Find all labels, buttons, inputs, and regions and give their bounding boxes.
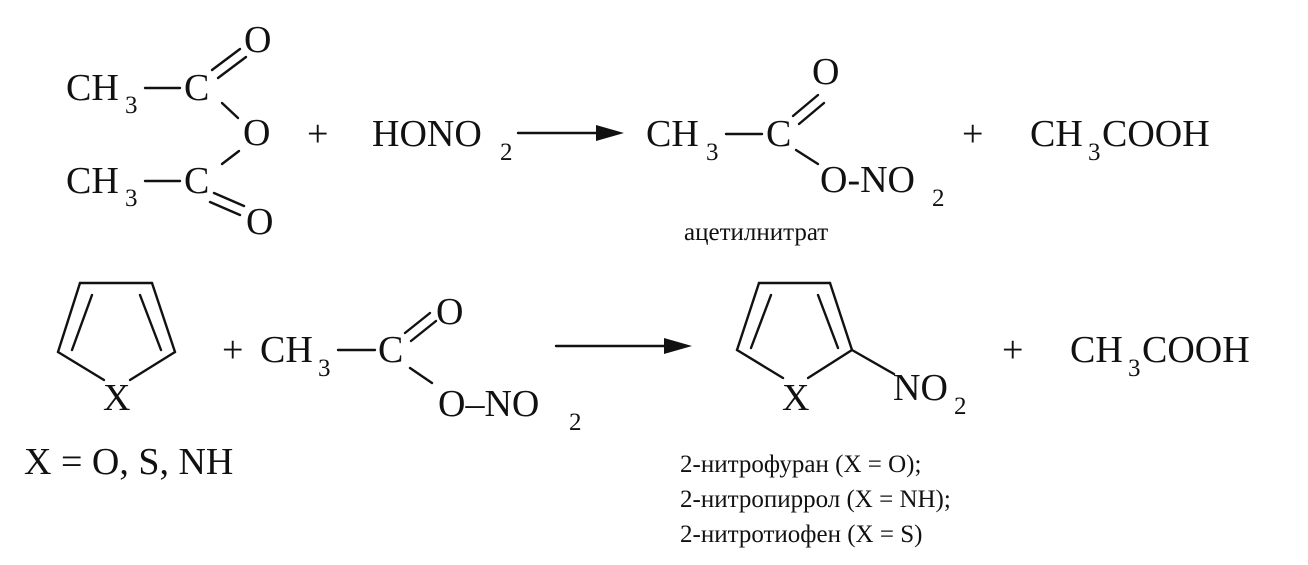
anhydride-bottom-o: O xyxy=(246,201,273,243)
ring-bond-c2-c3 xyxy=(56,281,82,354)
ring-bond-c5-x xyxy=(128,350,177,382)
nitric-acid: HONO 2 xyxy=(372,113,513,166)
product-hetero-atom: X xyxy=(782,377,809,419)
reagent-double-bond-a xyxy=(403,311,432,335)
anhydride-bottom-double-bond-a xyxy=(212,191,246,208)
reagent-onitro: O–NO xyxy=(438,383,539,425)
acetyl-nitrate-carbonyl-o: O xyxy=(812,51,839,93)
product-ring-double-bond-c2-c3 xyxy=(816,293,840,350)
reagent-ch: CH xyxy=(260,329,313,371)
reagent-carbonyl-o: O xyxy=(436,291,463,333)
product-ring-bond-c2-x xyxy=(806,348,854,380)
acetyl-nitrate-double-bond-b xyxy=(797,101,826,126)
product-name-pyrrole: 2-нитропиррол (X = NH); xyxy=(680,486,951,513)
acetyl-nitrate-double-bond-a xyxy=(791,93,820,118)
acetic-acid-2-subscript: 3 xyxy=(1128,355,1141,382)
anhydride-bottom-double-bond-b xyxy=(208,200,242,217)
acetyl-nitrate-c: C xyxy=(766,113,791,155)
reagent-ch-subscript: 3 xyxy=(318,355,331,382)
product-nitro: NO xyxy=(893,367,948,409)
anhydride-top-ch-subscript: 3 xyxy=(125,92,138,119)
heterocycle: X X = O, S, NH xyxy=(24,281,233,483)
product-ring-bond-c5-x xyxy=(735,348,785,380)
reaction2-arrow-head xyxy=(664,338,692,354)
anhydride-bottom-c: C xyxy=(184,160,209,202)
acetic-acid-2: CH 3 COOH xyxy=(1070,329,1250,382)
anhydride-bottom-ch: CH xyxy=(66,160,119,202)
anhydride-top-double-bond-b xyxy=(216,55,248,80)
nitro-heterocycle: X NO 2 2-нитрофуран (X = O); 2-нитропирр… xyxy=(680,281,967,548)
acetyl-nitrate-name: ацетилнитрат xyxy=(684,219,828,246)
ring-double-bond-c2-c3 xyxy=(70,293,94,352)
acetic-anhydride: CH 3 C O O CH 3 C O xyxy=(66,19,273,243)
acetic-acid-1-subscript: 3 xyxy=(1088,139,1101,166)
ring-bond-c4-c5 xyxy=(150,281,177,354)
acetyl-nitrate-reagent: CH 3 C O O–NO 2 xyxy=(260,291,582,436)
reagent-c: C xyxy=(378,329,403,371)
anhydride-top-ch: CH xyxy=(66,67,119,109)
acetic-acid-1-ch: CH xyxy=(1030,113,1083,155)
acetyl-nitrate-ch: CH xyxy=(646,113,699,155)
reaction2-plus-1: + xyxy=(222,329,243,371)
hetero-atom-condition: X = O, S, NH xyxy=(24,441,233,483)
anhydride-bridge-bond-bottom xyxy=(220,149,241,166)
acetic-acid-2-cooh: COOH xyxy=(1142,329,1250,371)
acetyl-nitrate-ester-bond xyxy=(794,148,820,166)
acetyl-nitrate-onitro-subscript: 2 xyxy=(932,185,945,212)
anhydride-top-double-bond-a xyxy=(210,47,242,72)
reaction1-plus-1: + xyxy=(307,113,328,155)
reaction1-plus-2: + xyxy=(962,113,983,155)
acetic-acid-1-cooh: COOH xyxy=(1102,113,1210,155)
reagent-ester-bond xyxy=(408,366,434,385)
reaction1-arrow-head xyxy=(596,125,624,141)
anhydride-bottom-ch-subscript: 3 xyxy=(125,185,138,212)
ring-double-bond-c4-c5 xyxy=(138,293,163,352)
nitric-acid-subscript: 2 xyxy=(500,139,513,166)
anhydride-bridge-bond-top xyxy=(220,101,240,120)
anhydride-bridge-o: O xyxy=(243,112,270,154)
acetic-acid-2-ch: CH xyxy=(1070,329,1123,371)
reaction2-plus-2: + xyxy=(1002,329,1023,371)
product-name-thiophene: 2-нитротиофен (X = S) xyxy=(680,521,922,548)
nitric-acid-formula: HONO xyxy=(372,113,482,155)
reagent-onitro-subscript: 2 xyxy=(569,409,582,436)
anhydride-top-c: C xyxy=(184,67,209,109)
product-nitro-subscript: 2 xyxy=(954,393,967,420)
acetyl-nitrate-onitro: O-NO xyxy=(820,159,915,201)
product-ring-bond-c4-c5 xyxy=(735,281,761,352)
reagent-double-bond-b xyxy=(409,319,438,343)
acetyl-nitrate: CH 3 C O O-NO 2 ацетилнитрат xyxy=(646,51,945,246)
product-nitro-bond xyxy=(850,348,896,376)
product-name-furan: 2-нитрофуран (X = O); xyxy=(680,451,921,478)
anhydride-top-o: O xyxy=(244,19,271,61)
reaction1-arrow xyxy=(516,125,624,141)
ring-bond-c2-x xyxy=(56,350,106,382)
product-ring-bond-c2-c3 xyxy=(828,281,854,352)
ring-hetero-atom: X xyxy=(103,377,130,419)
acetic-acid-1: CH 3 COOH xyxy=(1030,113,1210,166)
acetyl-nitrate-ch-subscript: 3 xyxy=(706,139,719,166)
product-ring-double-bond-c4-c5 xyxy=(749,293,773,350)
reaction2-arrow xyxy=(554,338,692,354)
